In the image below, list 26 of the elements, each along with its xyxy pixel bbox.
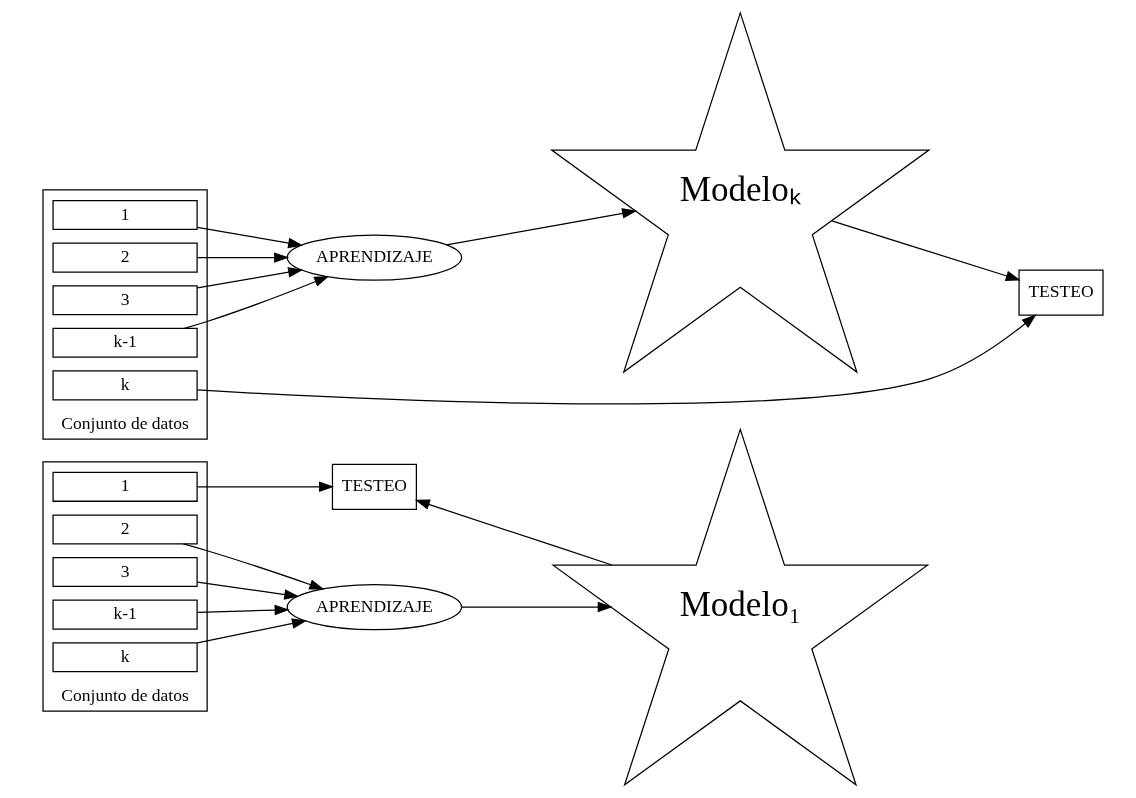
arrow <box>461 601 613 613</box>
arrow <box>445 208 638 246</box>
arrow <box>196 267 304 289</box>
node-box: k-1 <box>52 327 198 358</box>
arrow <box>831 220 1021 281</box>
arrow <box>196 252 290 263</box>
node-box: 3 <box>52 557 198 588</box>
node-box: 2 <box>52 514 198 545</box>
node-box: 3 <box>52 285 198 316</box>
node-box: 2 <box>52 242 198 273</box>
arrow <box>196 314 1037 405</box>
arrow <box>196 618 307 644</box>
arrow <box>196 604 290 616</box>
node-box: k <box>52 370 198 401</box>
arrow <box>196 226 304 249</box>
node-box: 1 <box>52 200 198 231</box>
node-box: k-1 <box>52 599 198 630</box>
node-box: 1 <box>52 471 198 502</box>
arrow <box>196 581 300 600</box>
arrow <box>196 481 335 493</box>
node-box: k <box>52 642 198 673</box>
arrow <box>182 543 325 590</box>
arrow <box>183 276 330 329</box>
node-box: TESTEO <box>1018 269 1104 316</box>
arrow <box>414 499 613 566</box>
node-box: TESTEO <box>331 463 417 510</box>
